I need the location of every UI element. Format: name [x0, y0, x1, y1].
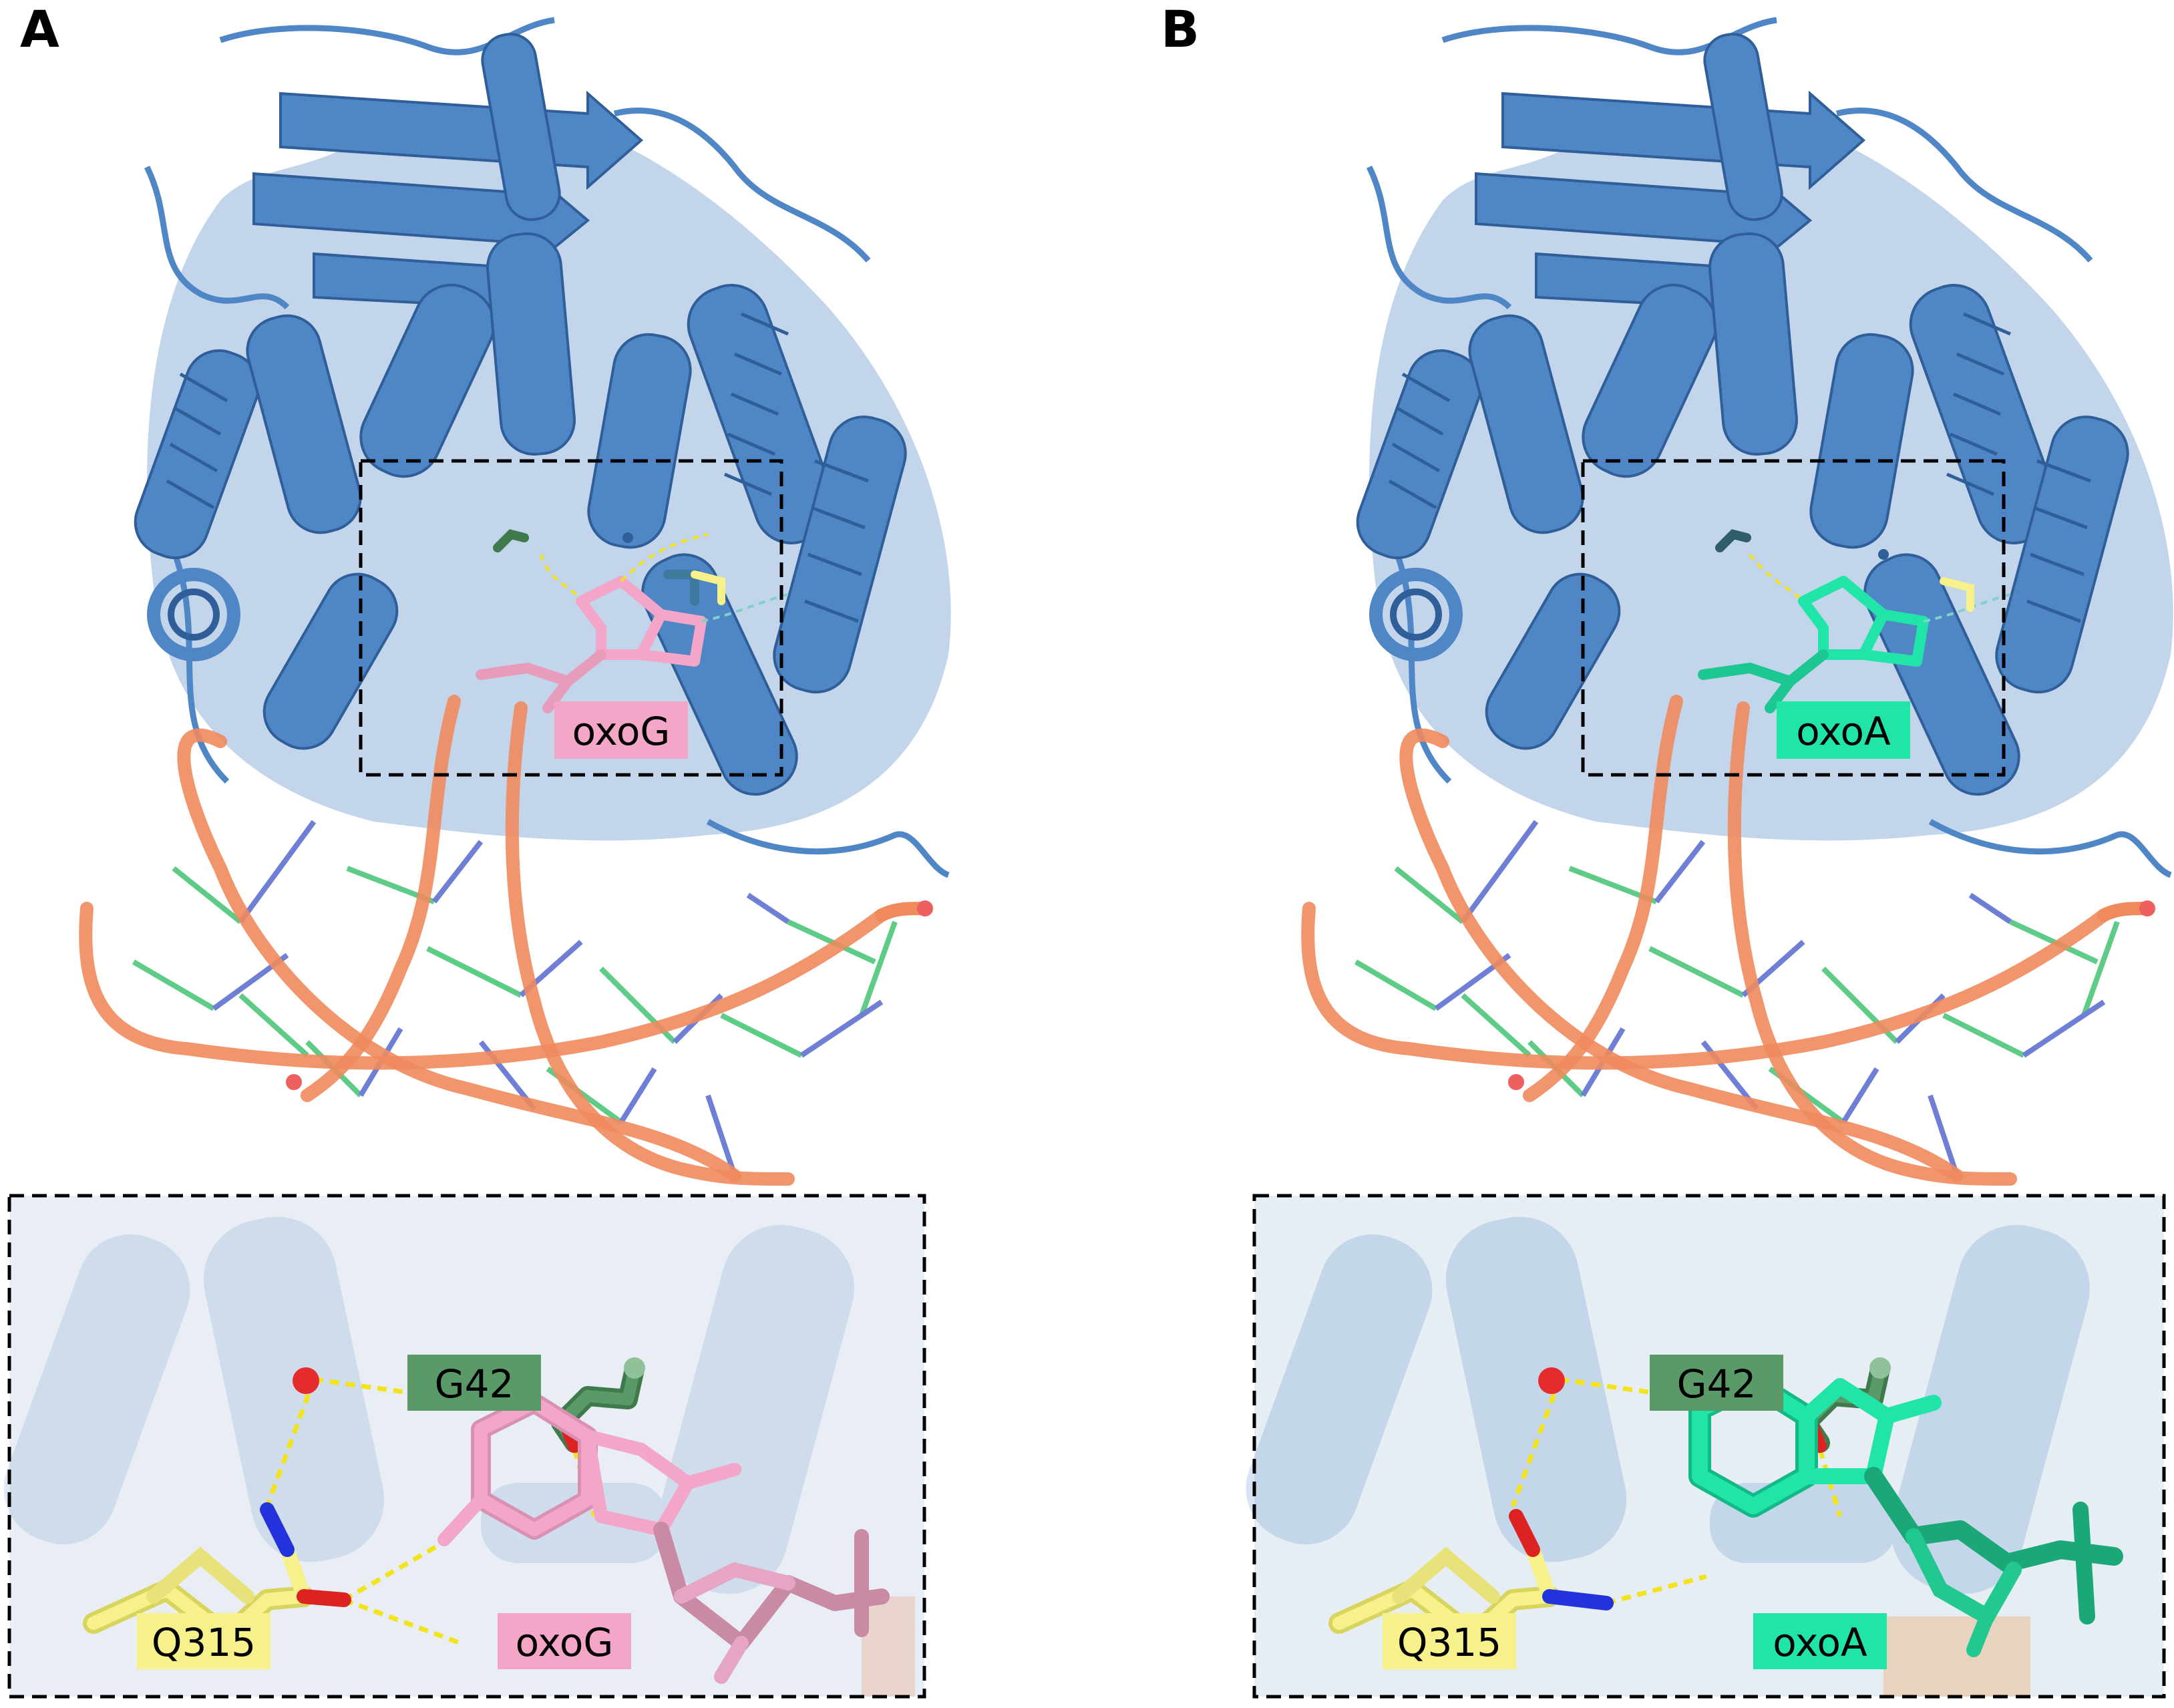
svg-text:oxoA: oxoA — [1796, 709, 1891, 754]
residue-label-q315: Q315 — [1383, 1613, 1516, 1669]
ligand-label-overview: oxoG — [554, 701, 688, 759]
ligand-sticks — [1688, 1371, 2123, 1657]
svg-text:oxoG: oxoG — [516, 1620, 614, 1665]
zoom-inset: G42 Q315 oxoA — [1246, 1196, 2164, 1697]
svg-text:G42: G42 — [1677, 1361, 1757, 1407]
zoom-inset-frame — [1252, 1194, 2166, 1699]
svg-text:Q315: Q315 — [152, 1620, 256, 1665]
residue-label-q315: Q315 — [137, 1613, 270, 1669]
ligand-label-zoom: oxoA — [1753, 1613, 1887, 1669]
residue-label-g42: G42 — [1650, 1355, 1783, 1411]
protein-cartoon — [1348, 20, 2173, 875]
residue-label-g42: G42 — [407, 1355, 541, 1411]
zoom-inset: G42 Q315 oxoG — [3, 1196, 924, 1697]
svg-text:G42: G42 — [435, 1361, 514, 1407]
water-sphere — [293, 1367, 319, 1394]
zoom-inset-frame — [7, 1194, 926, 1699]
protein-cartoon — [126, 20, 951, 875]
panel-b: B oxoA — [1161, 0, 2173, 1699]
svg-text:oxoA: oxoA — [1773, 1620, 1867, 1665]
ligand-label-zoom: oxoG — [498, 1613, 631, 1669]
water-sphere — [1538, 1367, 1565, 1394]
active-site-sticks — [1698, 529, 2011, 713]
svg-text:Q315: Q315 — [1397, 1620, 1501, 1665]
ligand-label-overview: oxoA — [1777, 701, 1910, 759]
svg-text:oxoG: oxoG — [572, 709, 671, 754]
zoom-region-box — [1581, 459, 2006, 777]
panel-label-b: B — [1161, 0, 1200, 59]
active-site-sticks — [476, 529, 789, 713]
panel-label-a: A — [20, 0, 59, 59]
panel-a: A oxoG — [3, 0, 951, 1699]
zoom-region-box — [359, 459, 783, 777]
